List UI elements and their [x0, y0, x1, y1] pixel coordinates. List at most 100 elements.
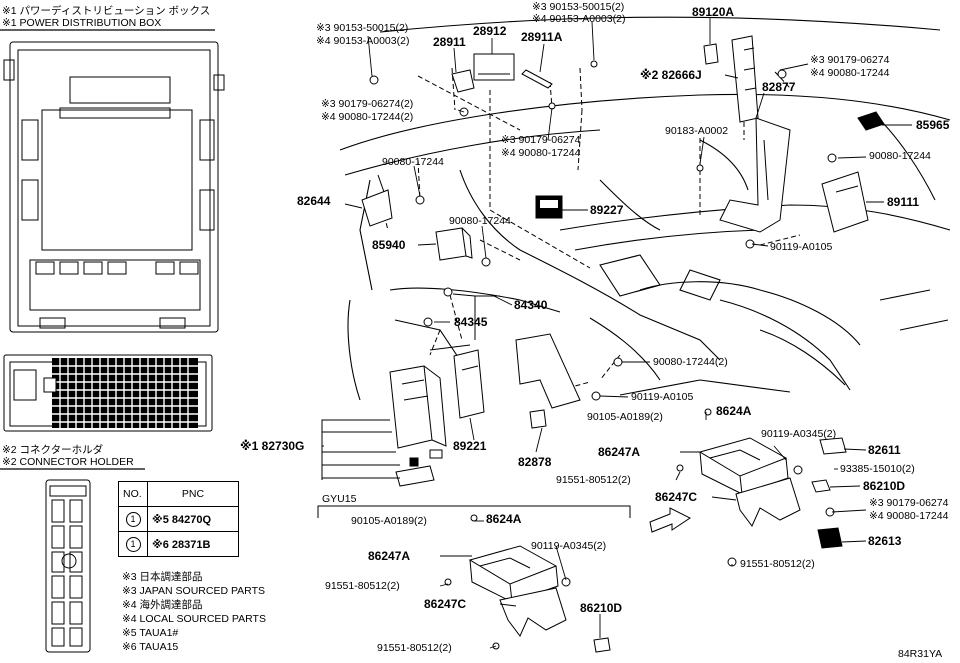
part-28911A-bracket — [521, 69, 553, 89]
part-label: ※3 90153-50015(2) — [316, 22, 409, 34]
part-label: 93385-15010(2) — [840, 463, 915, 475]
part-28912-module — [473, 53, 515, 81]
part-label: ※2 82666J — [640, 68, 702, 82]
part-label: 8624A — [716, 404, 752, 418]
part-label: 91551-80512(2) — [325, 580, 400, 592]
part-label: ※4 90080-17244(2) — [321, 111, 414, 123]
part-label: ※4 90080-17244 — [810, 67, 890, 79]
part-label: 90119-A0105 — [770, 241, 833, 253]
part-label: 82611 — [868, 443, 901, 457]
arrow-icon — [649, 507, 691, 533]
drawing-code: 84R31YA — [898, 648, 943, 660]
part-label: 86247A — [598, 445, 641, 459]
part-label: 89120A — [692, 5, 735, 19]
part-8624A-ecu-right — [698, 437, 789, 495]
connector-holder — [45, 479, 91, 653]
table-cell-pnc: ※6 28371B — [147, 531, 239, 557]
part-label: ※4 90080-17244 — [501, 147, 581, 159]
part-85965-connector — [857, 111, 885, 131]
table-cell-pnc: ※5 84270Q — [147, 506, 239, 532]
part-label: 86210D — [863, 479, 906, 493]
part-82878-bracket — [515, 333, 581, 429]
part-82644-bracket — [361, 174, 393, 227]
part-label: 89111 — [887, 195, 920, 209]
part-label: 28911 — [433, 35, 466, 49]
part-89221-module — [453, 349, 485, 419]
part-label: 84340 — [514, 298, 548, 312]
group-brackets — [317, 293, 631, 518]
legend-line: ※6 TAUA15 — [122, 641, 179, 653]
part-label: ※1 82730G — [240, 439, 305, 453]
part-label: 86247C — [424, 597, 467, 611]
part-label: 89221 — [453, 439, 487, 453]
part-label: 82878 — [518, 455, 552, 469]
part-label: 82877 — [762, 80, 796, 94]
leader-lines — [322, 18, 912, 649]
table-header-no: NO. — [118, 481, 148, 507]
part-82611-82613-parts — [811, 437, 847, 549]
part-label: 90080-17244 — [382, 156, 444, 168]
legend-line: ※5 TAUA1# — [122, 627, 179, 639]
part-label: 90080-17244 — [449, 215, 511, 227]
part-89111-module — [821, 171, 869, 233]
part-86247C-bracket-right — [735, 477, 801, 527]
part-89227-switch — [535, 195, 563, 219]
part-label: 90105-A0189(2) — [587, 411, 663, 423]
part-label: 82613 — [868, 534, 902, 548]
part-label: 89227 — [590, 203, 624, 217]
header-pdb-en: ※1 POWER DISTRIBUTION BOX — [2, 17, 162, 29]
header-connector-holder-en: ※2 CONNECTOR HOLDER — [2, 456, 134, 468]
part-label: 85940 — [372, 238, 406, 252]
part-label: 86210D — [580, 601, 623, 615]
part-label: 85965 — [916, 118, 950, 132]
part-label: 28911A — [521, 30, 563, 44]
part-82730G-junction-block — [389, 365, 447, 449]
part-label: 90183-A0002 — [665, 125, 729, 137]
part-label: 91551-80512(2) — [556, 474, 631, 486]
part-label: 90080-17244(2) — [653, 356, 728, 368]
legend-line: ※4 海外調達部品 — [122, 599, 203, 611]
pnc-table: NO. PNC 1 ※5 84270Q 1 ※6 28371B — [118, 481, 239, 557]
part-label: 28912 — [473, 24, 507, 38]
part-label: 86247A — [368, 549, 411, 563]
legend-line: ※4 LOCAL SOURCED PARTS — [122, 613, 266, 625]
part-label: 86247C — [655, 490, 698, 504]
part-label: 90119-A0105 — [631, 391, 694, 403]
part-28911-bracket — [451, 69, 475, 93]
dashed-lines — [379, 67, 861, 391]
fasteners — [369, 60, 837, 650]
part-label: ※3 90179-06274(2) — [321, 98, 414, 110]
part-89120A-module — [703, 35, 759, 123]
part-label: 82644 — [297, 194, 331, 208]
part-label: ※4 90080-17244 — [869, 510, 949, 522]
part-label: 90080-17244 — [869, 150, 931, 162]
legend-line: ※3 JAPAN SOURCED PARTS — [122, 585, 265, 597]
header-connector-holder-jp: ※2 コネクターホルダ — [2, 444, 104, 456]
part-label: ※3 90179-06274 — [810, 54, 890, 66]
vehicle-interior-outline — [339, 16, 951, 401]
part-label: 91551-80512(2) — [377, 642, 452, 654]
power-distribution-box-side-view — [3, 354, 213, 432]
header-pdb-jp: ※1 パワーディストリビューション ボックス — [2, 5, 211, 17]
part-label: 90105-A0189(2) — [351, 515, 427, 527]
part-label: GYU15 — [322, 493, 357, 505]
table-cell-no: 1 — [125, 511, 141, 527]
part-82877-bracket — [719, 117, 791, 233]
part-85940-module — [435, 227, 473, 261]
part-label: ※4 90153-A0003(2) — [316, 35, 410, 47]
table-row: 1 ※6 28371B — [118, 531, 239, 557]
part-label: ※3 90179-06274 — [501, 134, 581, 146]
table-header-pnc: PNC — [147, 481, 239, 507]
part-label: ※3 90153-50015(2) — [532, 1, 625, 13]
part-86210D-left — [593, 637, 611, 653]
part-label: 8624A — [486, 512, 522, 526]
part-label: 91551-80512(2) — [740, 558, 815, 570]
part-82730G-small-parts — [395, 449, 443, 487]
part-label: 90119-A0345(2) — [531, 540, 607, 552]
table-cell-no: 1 — [125, 536, 141, 552]
part-86247C-bracket-left — [499, 587, 567, 637]
table-row: 1 ※5 84270Q — [118, 506, 239, 532]
part-label: ※3 90179-06274 — [869, 497, 949, 509]
